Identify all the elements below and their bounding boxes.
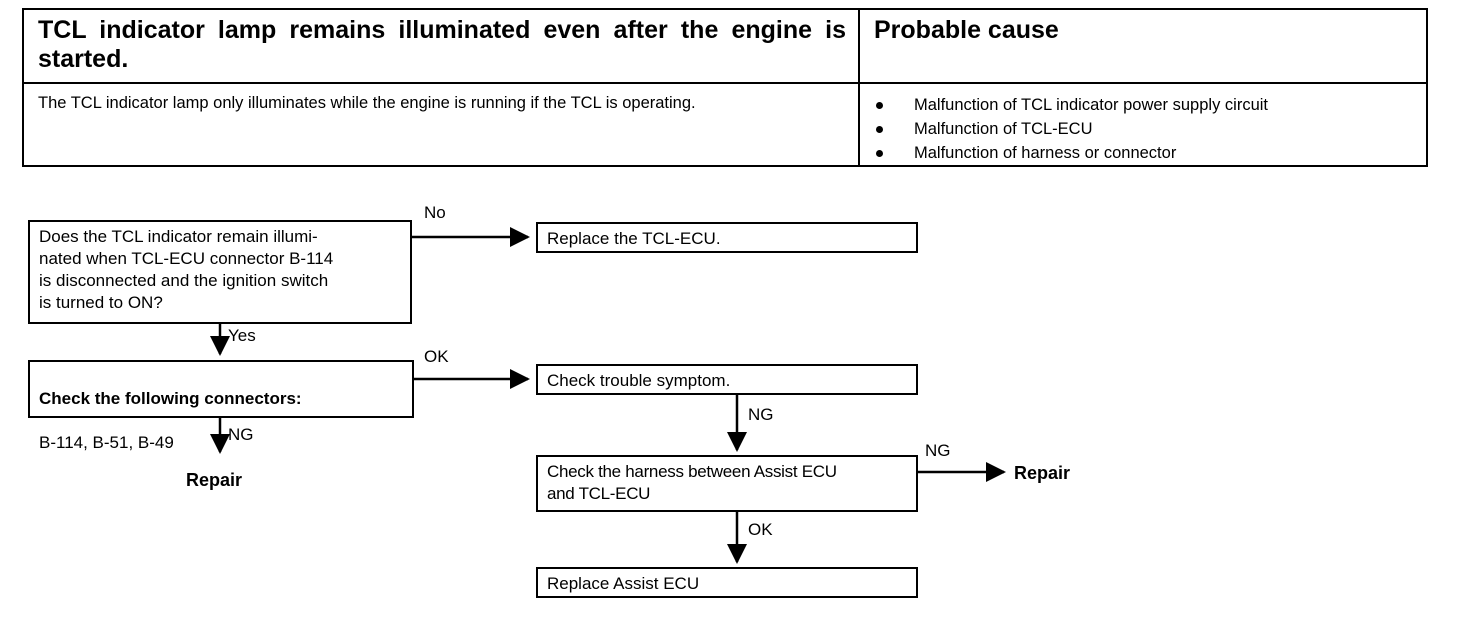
- table-header-cell-cause: Probable cause: [860, 10, 1426, 82]
- table-body-row: The TCL indicator lamp only illuminates …: [24, 84, 1426, 165]
- flow-box-replace-tcl-ecu[interactable]: Replace the TCL-ECU.: [536, 222, 918, 253]
- edge-label-ok-harness: OK: [748, 520, 773, 539]
- list-item: Malfunction of TCL indicator power suppl…: [874, 94, 1414, 118]
- table-body-cell-causes: Malfunction of TCL indicator power suppl…: [860, 84, 1426, 165]
- cause-text: Malfunction of TCL indicator power suppl…: [914, 96, 1268, 114]
- flow-box-check-harness[interactable]: Check the harness between Assist ECU and…: [536, 455, 918, 512]
- flow-terminal-repair-right: Repair: [1014, 463, 1071, 483]
- list-item: Malfunction of harness or connector: [874, 142, 1414, 166]
- symptom-description: The TCL indicator lamp only illuminates …: [38, 94, 696, 112]
- edge-label-no: No: [424, 203, 446, 222]
- edge-label-ok-connectors: OK: [424, 347, 449, 366]
- probable-cause-title: Probable cause: [874, 16, 1059, 44]
- flow-box-question[interactable]: Does the TCL indicator remain illumi- na…: [28, 220, 412, 324]
- table-header-row: TCL indicator lamp remains illuminated e…: [24, 10, 1426, 84]
- flow-box-replace-assist-ecu[interactable]: Replace Assist ECU: [536, 567, 918, 598]
- cause-text: Malfunction of TCL-ECU: [914, 119, 1093, 138]
- bullet-icon: [876, 149, 883, 157]
- cause-text: Malfunction of harness or connector: [914, 143, 1177, 162]
- flow-terminal-repair-left: Repair: [186, 470, 243, 490]
- symptom-cause-table: TCL indicator lamp remains illuminated e…: [22, 8, 1428, 167]
- edge-label-ng-connectors: NG: [228, 425, 254, 444]
- bullet-icon: [876, 102, 883, 109]
- flow-box-check-trouble-symptom[interactable]: Check trouble symptom.: [536, 364, 918, 395]
- table-body-cell-description: The TCL indicator lamp only illuminates …: [24, 84, 860, 165]
- flow-box-check-connectors[interactable]: Check the following connectors: B-114, B…: [28, 360, 414, 452]
- check-connectors-list: B-114, B-51, B-49: [39, 433, 174, 453]
- edge-label-ng-harness: NG: [925, 441, 951, 460]
- bullet-icon: [876, 125, 883, 133]
- probable-cause-list: Malfunction of TCL indicator power suppl…: [874, 90, 1414, 165]
- symptom-title: TCL indicator lamp remains illuminated e…: [38, 16, 846, 73]
- table-header-cell-symptom: TCL indicator lamp remains illuminated e…: [24, 10, 860, 82]
- edge-label-yes: Yes: [228, 326, 256, 345]
- edge-label-ng-symptom: NG: [748, 405, 774, 424]
- check-connectors-title: Check the following connectors:: [39, 389, 302, 409]
- list-item: Malfunction of TCL-ECU: [874, 118, 1414, 142]
